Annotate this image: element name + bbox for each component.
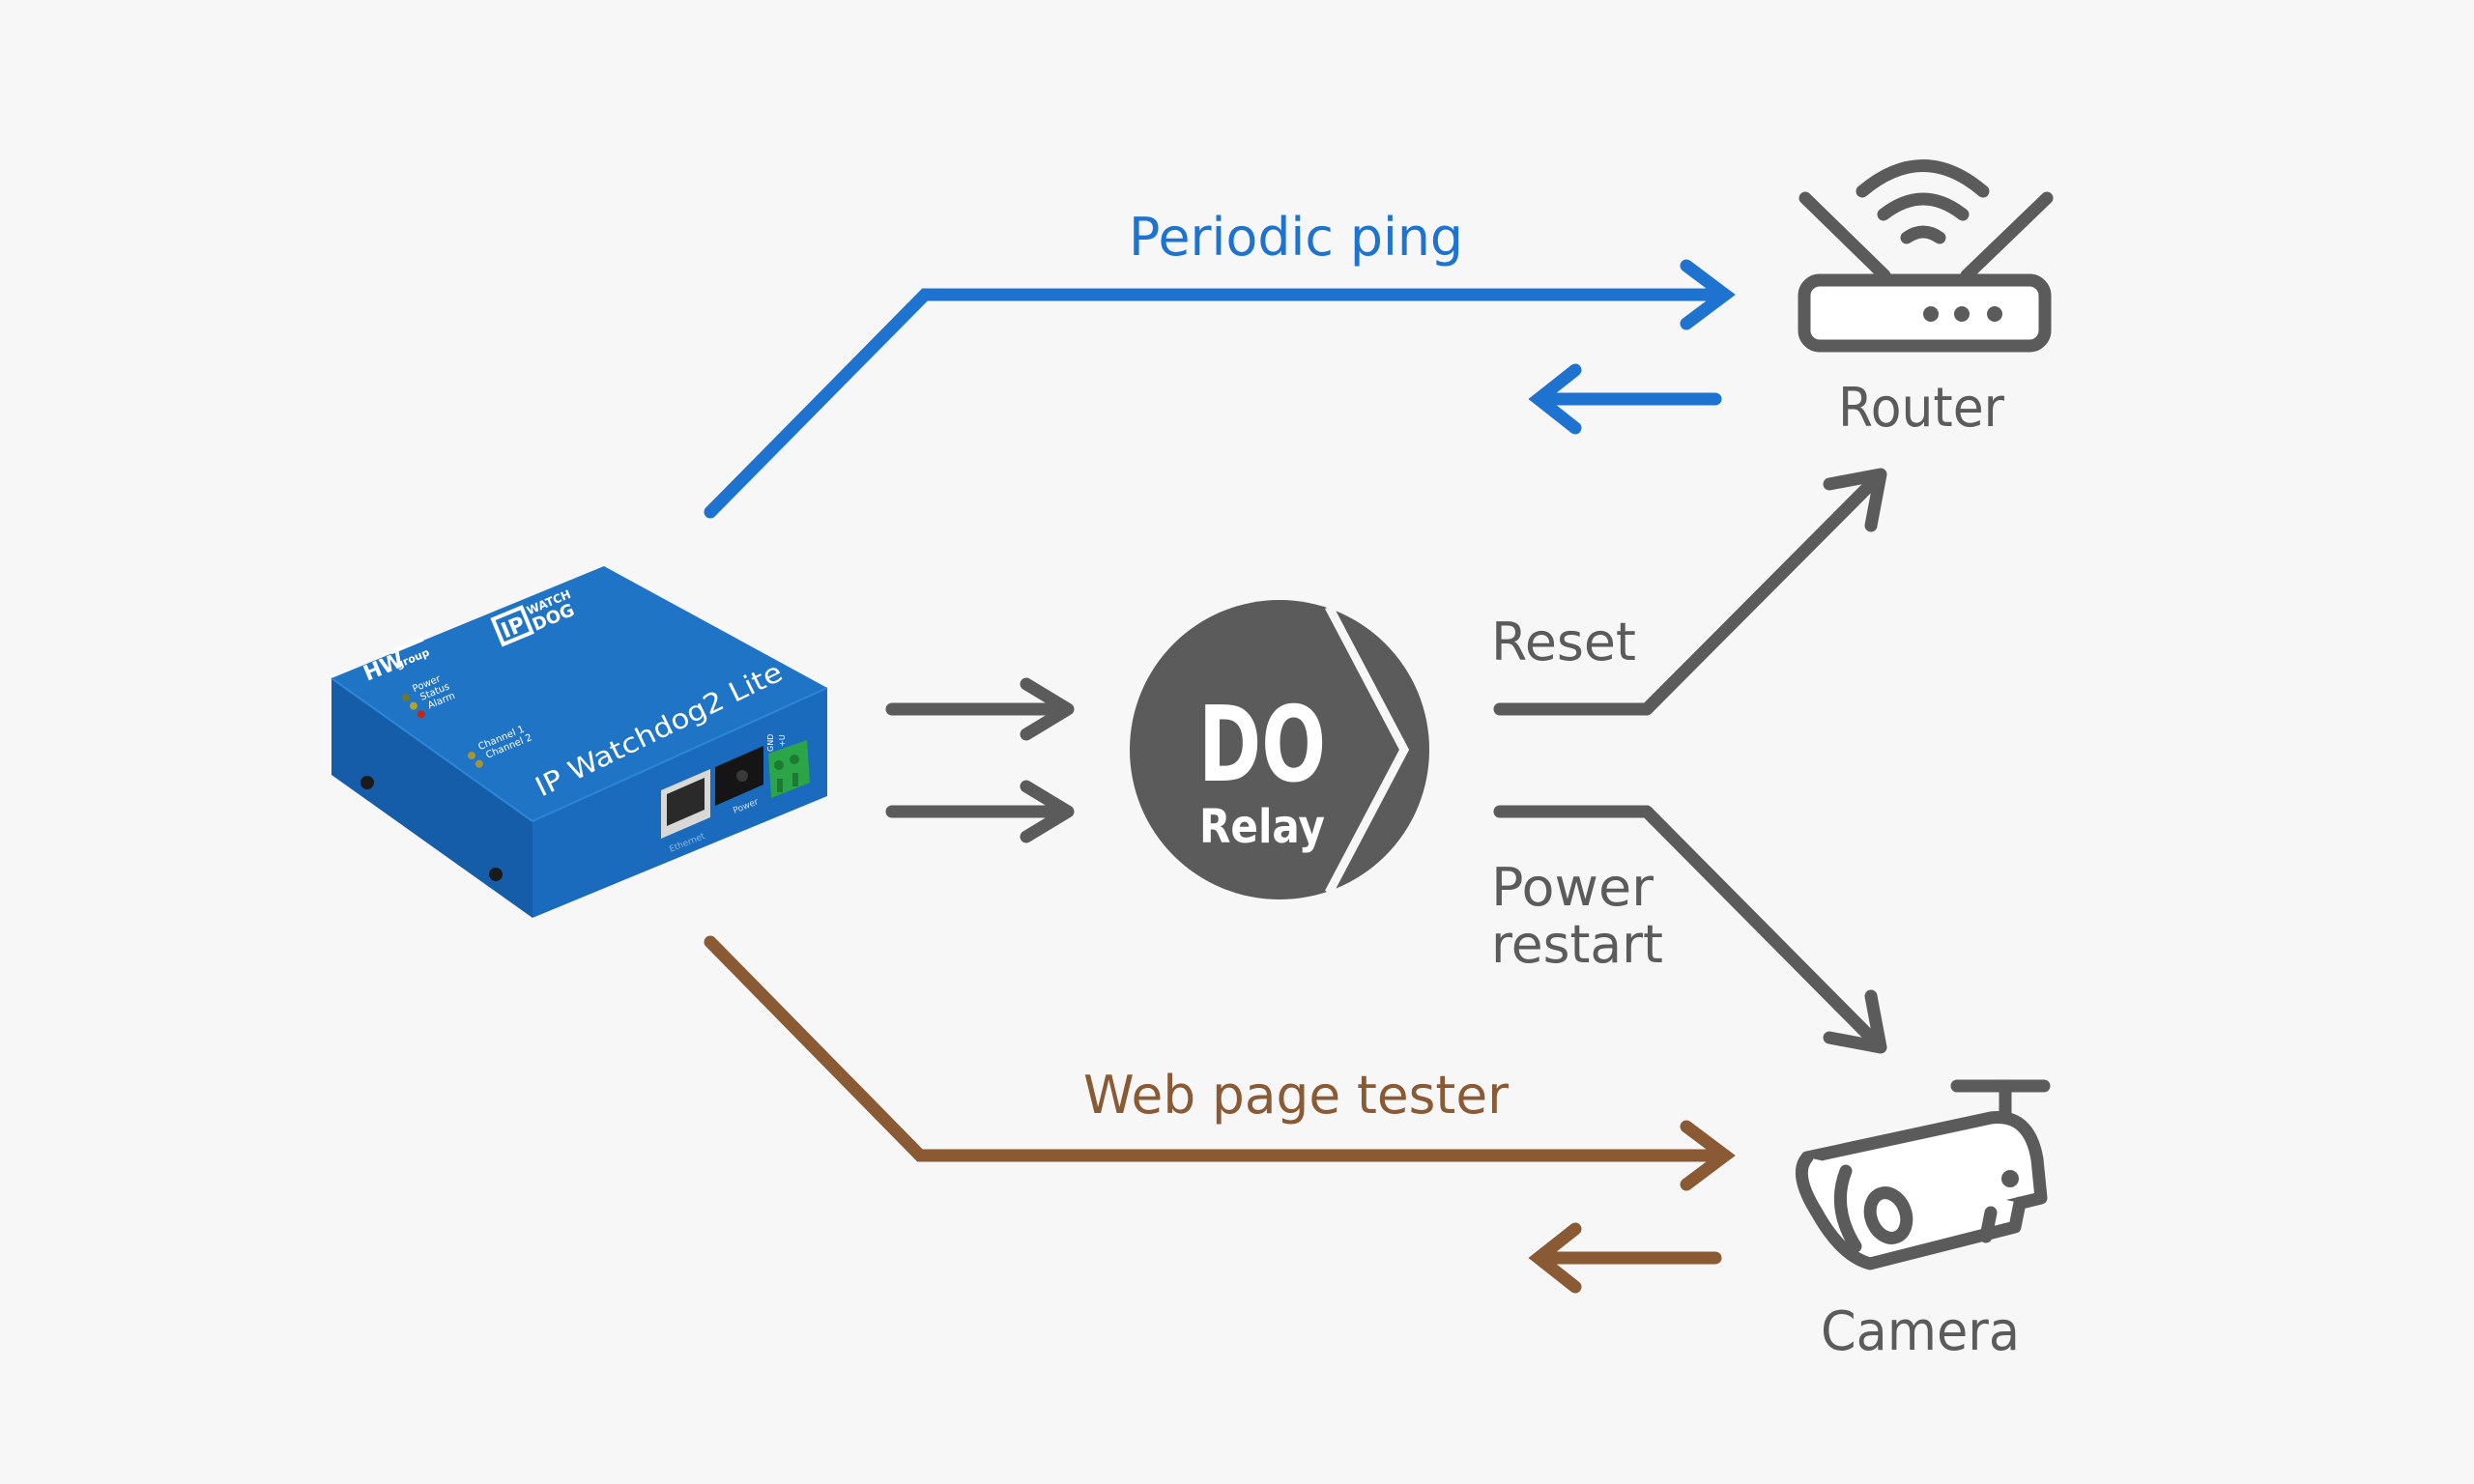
relay-title: DO — [1198, 685, 1326, 806]
device-screw-2 — [489, 868, 503, 881]
led-channel-1 — [468, 752, 475, 759]
do-relay-block: DO Relay — [1130, 600, 1429, 899]
relay-subtitle: Relay — [1199, 800, 1325, 854]
relay-output-arrows — [1493, 468, 1887, 1054]
ping-label: Periodic ping — [1129, 207, 1463, 268]
power-restart-line — [1493, 805, 1882, 1048]
reset-arrowhead — [1823, 468, 1887, 532]
web-connector — [704, 935, 1736, 1294]
wifi-outer-arc — [1856, 159, 1990, 198]
camera-icon — [1795, 1079, 2051, 1270]
router-icon — [1798, 159, 2054, 353]
wifi-inner-arc — [1900, 225, 1946, 244]
router-led-3 — [1987, 306, 2002, 322]
reset-line — [1493, 473, 1882, 716]
camera-node: Camera — [1795, 1079, 2051, 1363]
router-led-2 — [1954, 306, 1970, 322]
device-screw-1 — [360, 776, 374, 789]
router-label: Router — [1838, 377, 2005, 440]
ip-watchdog-device: HW group Power Status Alarm Channel 1 Ch… — [331, 566, 828, 918]
relay-circle — [1130, 600, 1429, 899]
terminal-gnd-label: GND — [766, 734, 775, 752]
camera-lens — [1863, 1186, 1913, 1244]
web-label: Web page tester — [1083, 1065, 1510, 1126]
camera-shade-rib — [1979, 1206, 1998, 1243]
relay-chevron — [1325, 604, 1410, 896]
led-power — [402, 694, 410, 701]
web-forward-line — [704, 935, 1722, 1162]
terminal-v-label: +U — [778, 734, 787, 747]
power-restart-arrowhead — [1823, 989, 1887, 1054]
ping-forward-line — [704, 288, 1722, 519]
web-return-arrowhead — [1528, 1222, 1582, 1294]
relay-input-arrowhead-2 — [1020, 780, 1075, 843]
relay-input-arrows — [885, 677, 1075, 843]
web-forward-arrowhead — [1680, 1120, 1736, 1191]
router-led-1 — [1923, 306, 1939, 322]
ping-forward-arrowhead — [1680, 259, 1736, 330]
device-top-face — [331, 566, 827, 821]
camera-label: Camera — [1821, 1300, 2020, 1363]
device-brand-bar — [389, 637, 424, 655]
led-alarm — [417, 710, 425, 719]
power-restart-label-line2: restart — [1491, 914, 1663, 975]
reset-label: Reset — [1491, 612, 1636, 672]
led-channel-2 — [475, 759, 483, 768]
ethernet-port: Ethernet — [661, 769, 710, 855]
router-node: Router — [1798, 159, 2054, 440]
terminal-block: GND +U — [766, 734, 810, 798]
camera-lens-ring — [1833, 1164, 1862, 1253]
router-antenna-left — [1798, 191, 1891, 282]
wifi-middle-arc — [1877, 192, 1970, 221]
relay-input-arrowhead-1 — [1020, 677, 1075, 741]
device-left-face — [331, 678, 532, 918]
power-restart-label-line1: Power — [1491, 857, 1654, 918]
led-status — [409, 701, 417, 710]
device-edge — [532, 687, 828, 822]
device-edge-left — [331, 677, 533, 822]
camera-indicator — [2001, 1170, 2019, 1187]
ping-connector — [704, 259, 1736, 519]
router-antenna-right — [1960, 191, 2054, 282]
ping-return-arrowhead — [1528, 363, 1582, 435]
